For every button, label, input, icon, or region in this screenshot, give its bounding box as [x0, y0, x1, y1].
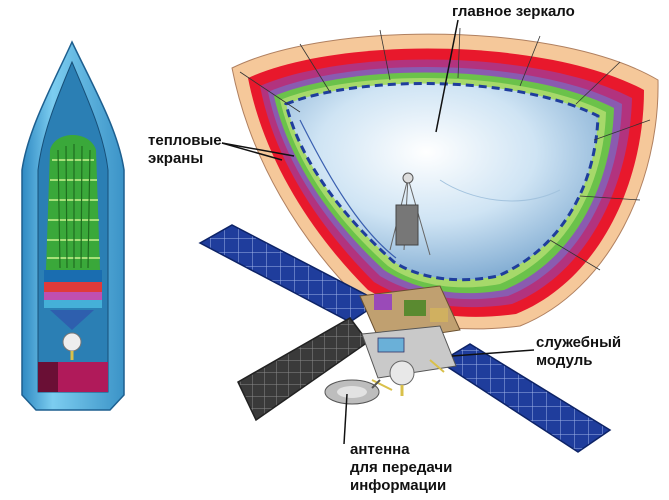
- leader-service-module: [451, 349, 535, 357]
- thermal-shields-line-1: тепловые: [148, 132, 222, 149]
- main-mirror-text: главное зеркало: [452, 3, 575, 20]
- leader-lines: [221, 19, 535, 445]
- leader-thermal-shields-1: [221, 142, 283, 161]
- telescope: [198, 27, 659, 453]
- service-module: [359, 285, 461, 396]
- antenna-line-1: антенна: [350, 441, 410, 458]
- folded-telescope: [44, 135, 102, 360]
- high-gain-antenna: [324, 379, 381, 405]
- antenna-line-2: для передачи: [350, 459, 453, 476]
- support-ribs: [239, 27, 651, 271]
- main-mirror-label: главное зеркало: [452, 3, 575, 21]
- service-module-line-2: модуль: [536, 352, 593, 369]
- leader-antenna: [343, 393, 348, 445]
- leader-thermal-shields-2: [221, 142, 295, 157]
- solar-panel-right: [438, 343, 612, 453]
- service-module-label: служебный модуль: [536, 334, 621, 370]
- launch-fairing: [21, 40, 125, 411]
- antenna-line-3: информации: [350, 477, 447, 494]
- thermal-shields-line-2: экраны: [148, 150, 204, 167]
- sunshield-panel: [237, 317, 370, 422]
- thermal-shields-label: тепловые экраны: [148, 132, 222, 168]
- service-module-line-1: служебный: [536, 334, 622, 351]
- primary-mirror: [284, 82, 600, 282]
- antenna-label: антенна для передачи информации: [350, 441, 452, 495]
- leader-main-mirror: [435, 19, 459, 133]
